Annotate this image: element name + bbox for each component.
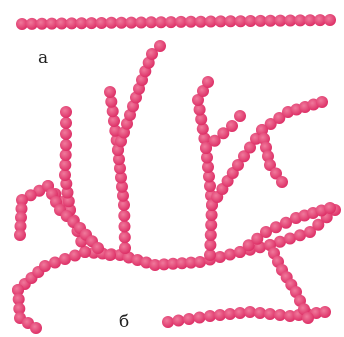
monomer-bead [234, 110, 246, 122]
monomer-bead [316, 96, 328, 108]
monomer-bead [324, 14, 336, 26]
monomer-bead [104, 249, 116, 261]
monomer-bead [224, 249, 236, 261]
label-linear: a [38, 50, 48, 67]
monomer-bead [119, 231, 131, 243]
monomer-bead [324, 202, 336, 214]
monomer-bead [202, 76, 214, 88]
monomer-bead [60, 128, 72, 140]
monomer-bead [30, 322, 42, 334]
branched-polymer-chain [12, 40, 341, 334]
monomer-bead [173, 315, 185, 327]
monomer-bead [276, 176, 288, 188]
monomer-bead [60, 117, 72, 129]
monomer-bead [119, 242, 131, 254]
monomer-bead [79, 246, 91, 258]
label-branched: б [119, 314, 129, 331]
linear-polymer-chain [16, 14, 336, 30]
monomer-bead [118, 210, 130, 222]
monomer-bead [183, 313, 195, 325]
monomer-bead [60, 106, 72, 118]
monomer-bead [14, 229, 26, 241]
monomer-bead [104, 86, 116, 98]
monomer-bead [302, 312, 314, 324]
monomer-bead [194, 256, 206, 268]
monomer-bead [194, 312, 206, 324]
monomer-bead [92, 242, 104, 254]
monomer-bead [154, 40, 166, 52]
monomer-bead [162, 316, 174, 328]
monomer-bead [319, 306, 331, 318]
monomer-bead [119, 221, 131, 233]
monomer-bead [214, 251, 226, 263]
monomer-bead [60, 139, 72, 151]
monomer-bead [226, 120, 238, 132]
